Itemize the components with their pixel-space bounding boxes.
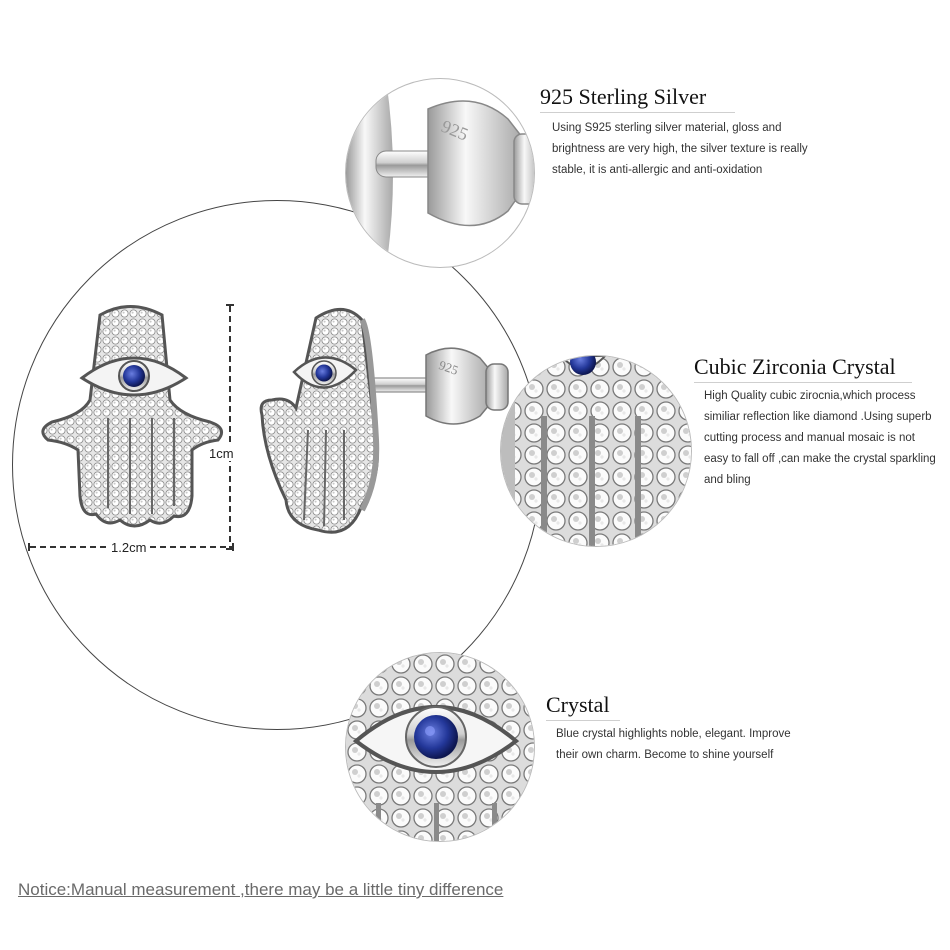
feature-title-silver: 925 Sterling Silver <box>540 84 707 109</box>
zoom-blue-crystal <box>345 652 535 842</box>
feature-title-crystal: Crystal <box>546 692 610 717</box>
height-label: 1cm <box>207 446 236 461</box>
stamp-925: 925 <box>437 357 460 378</box>
zoom-silver-back: 925 <box>345 78 535 268</box>
hamsa-earring-front <box>30 300 230 540</box>
height-dimension-line <box>226 304 234 550</box>
feature-underline <box>540 112 735 113</box>
feature-underline <box>694 382 912 383</box>
width-label: 1.2cm <box>109 540 149 555</box>
measurement-notice: Notice:Manual measurement ,there may be … <box>18 880 504 899</box>
feature-desc-zirconia: High Quality cubic zirocnia,which proces… <box>704 390 936 486</box>
hamsa-earring-side: 925 <box>258 300 520 545</box>
feature-title-zirconia: Cubic Zirconia Crystal <box>694 354 896 379</box>
feature-desc-silver: Using S925 sterling silver material, glo… <box>552 122 808 176</box>
zoom-pave-crystals <box>500 355 692 547</box>
feature-desc-crystal: Blue crystal highlights noble, elegant. … <box>556 728 791 761</box>
feature-underline <box>546 720 620 721</box>
